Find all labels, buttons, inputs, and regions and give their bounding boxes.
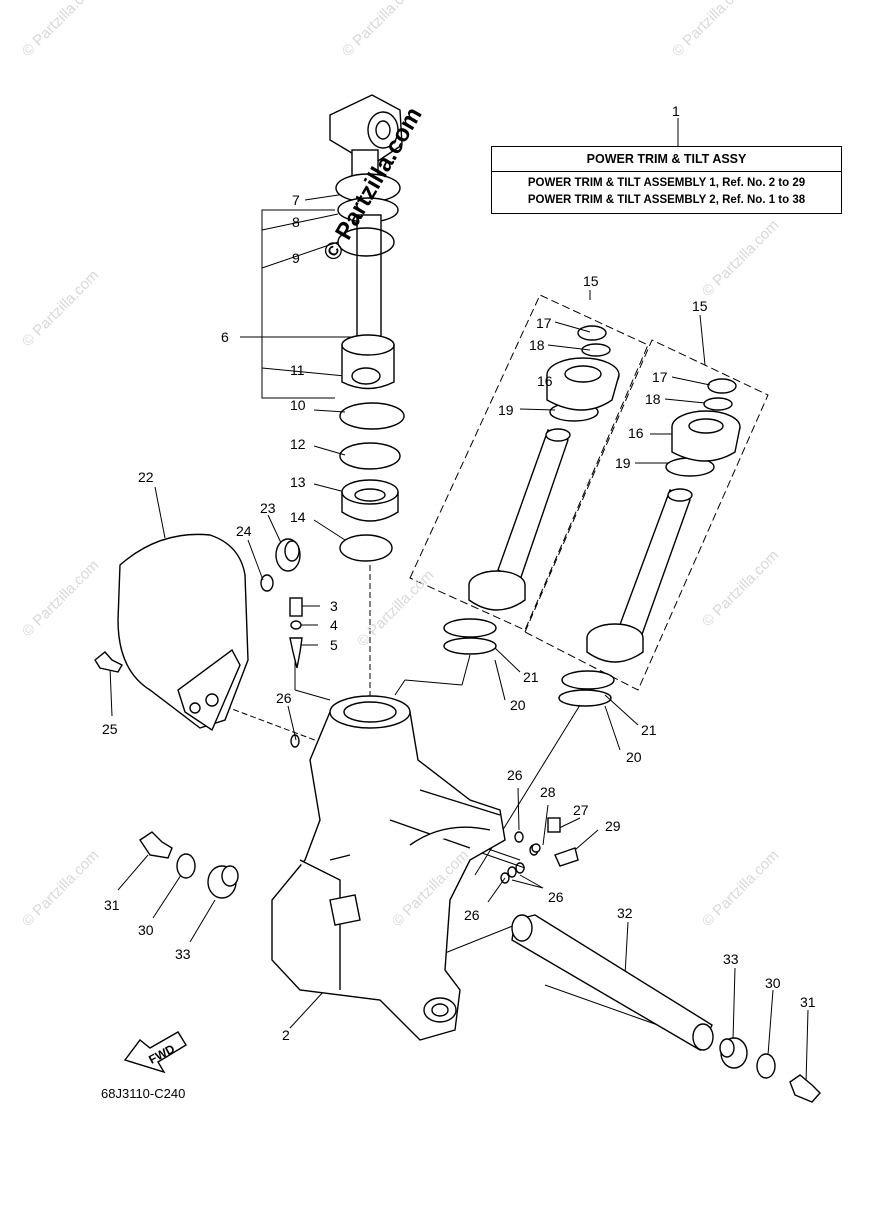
callout-17a: 17	[536, 315, 552, 331]
legend-title: POWER TRIM & TILT ASSY	[586, 152, 747, 166]
callout-18a: 18	[529, 337, 545, 353]
callout-26d: 26	[464, 907, 480, 923]
callout-19a: 19	[498, 402, 514, 418]
callout-13: 13	[290, 474, 306, 490]
tilt-shaft-assembly	[139, 831, 821, 1103]
callout-22: 22	[138, 469, 154, 485]
callout-numbers: 1 2 3 4 5 6 7 8 9 10 11 12 13 14 15 15 1…	[102, 103, 816, 1043]
callout-33b: 33	[723, 951, 739, 967]
legend-divider	[492, 171, 841, 172]
diagram-code: 68J3110-C240	[101, 1086, 186, 1101]
assembly-legend: POWER TRIM & TILT ASSY POWER TRIM & TILT…	[491, 146, 842, 214]
main-housing	[271, 695, 506, 1041]
callout-25: 25	[102, 721, 118, 737]
callout-17b: 17	[652, 369, 668, 385]
callout-16b: 16	[628, 425, 644, 441]
callout-21a: 21	[523, 669, 539, 685]
callout-31a: 31	[104, 897, 120, 913]
trim-pistons	[468, 428, 693, 663]
callout-32: 32	[617, 905, 633, 921]
callout-30b: 30	[765, 975, 781, 991]
callout-26c: 26	[548, 889, 564, 905]
callout-16a: 16	[537, 373, 553, 389]
callout-27: 27	[573, 802, 589, 818]
callout-11: 11	[290, 362, 305, 378]
cylinder-caps	[546, 357, 741, 462]
cylinder-group-boxes	[409, 294, 769, 691]
callout-21b: 21	[641, 722, 657, 738]
callout-6: 6	[221, 329, 229, 345]
legend-assembly-2: POWER TRIM & TILT ASSEMBLY 2, Ref. No. 1…	[527, 194, 806, 206]
seals-o-rings	[260, 227, 737, 884]
legend-assembly-1: POWER TRIM & TILT ASSEMBLY 1, Ref. No. 2…	[527, 177, 806, 189]
callout-4: 4	[330, 617, 338, 633]
callout-30a: 30	[138, 922, 154, 938]
housing-cover	[117, 533, 249, 732]
callout-19b: 19	[615, 455, 631, 471]
callout-5: 5	[330, 637, 338, 653]
callout-28: 28	[540, 784, 556, 800]
callout-15a: 15	[583, 273, 599, 289]
callout-10: 10	[290, 397, 306, 413]
callout-7: 7	[292, 192, 300, 208]
callout-26b: 26	[507, 767, 523, 783]
callout-3: 3	[330, 598, 338, 614]
callout-24: 24	[236, 523, 252, 539]
callout-14: 14	[290, 509, 306, 525]
callout-12: 12	[290, 436, 306, 452]
callout-2: 2	[282, 1027, 290, 1043]
callout-8: 8	[292, 214, 300, 230]
fwd-arrow	[123, 1031, 187, 1074]
callout-33a: 33	[175, 946, 191, 962]
callout-31b: 31	[800, 994, 816, 1010]
callout-15b: 15	[692, 298, 708, 314]
callout-26a: 26	[276, 690, 292, 706]
tilt-piston-rod	[329, 94, 403, 390]
small-parts	[94, 538, 579, 867]
callout-20b: 20	[626, 749, 642, 765]
callout-1: 1	[672, 103, 680, 119]
callout-9: 9	[292, 250, 300, 266]
callout-18b: 18	[645, 391, 661, 407]
callout-20a: 20	[510, 697, 526, 713]
callout-23: 23	[260, 500, 276, 516]
callout-29: 29	[605, 818, 621, 834]
